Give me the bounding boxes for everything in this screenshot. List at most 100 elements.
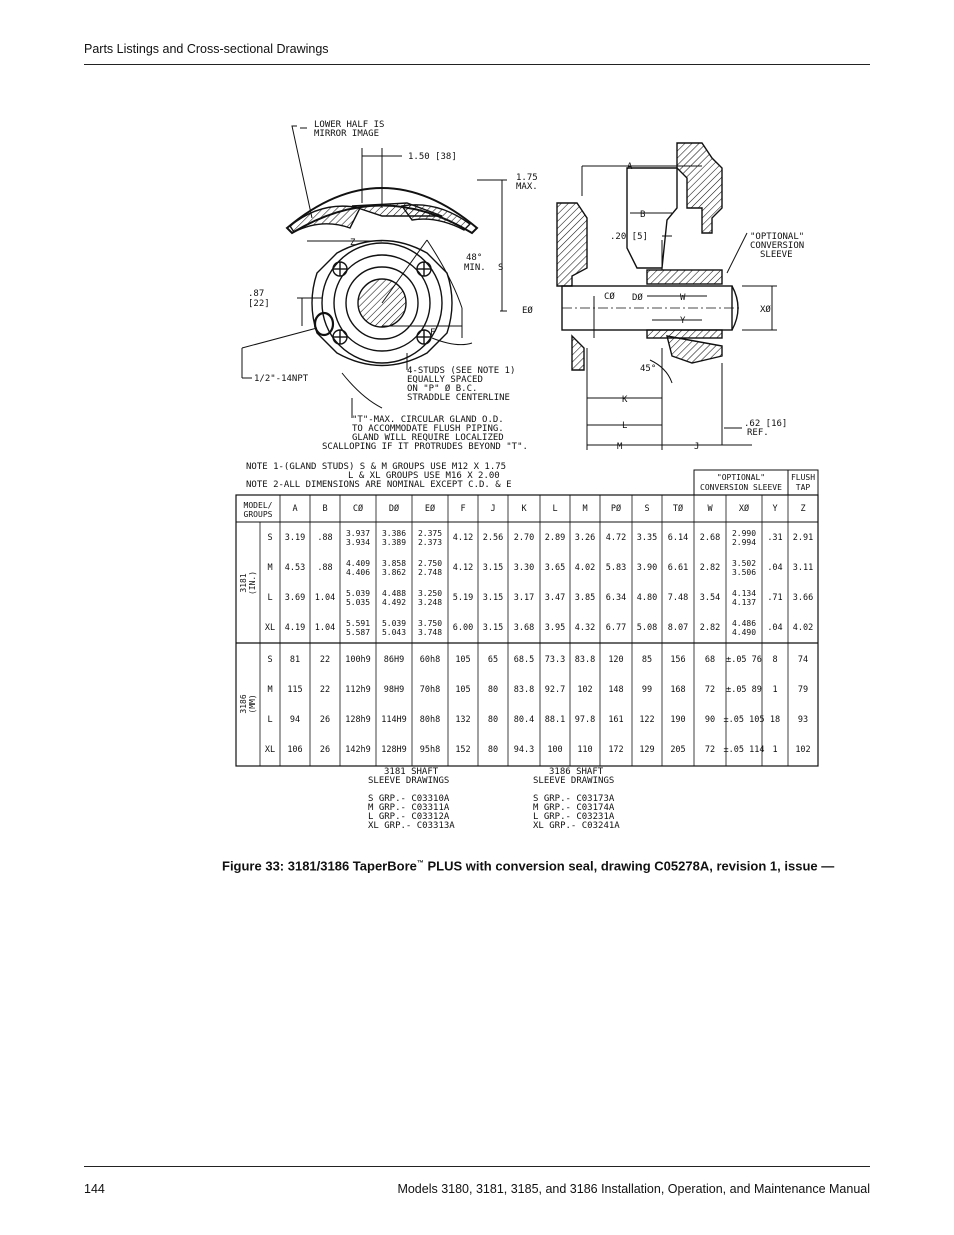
table-cell: 80 [488,685,498,695]
table-cell: 3.15 [483,563,503,573]
callout-dim-87-1: .87 [248,289,264,299]
column-header: DØ [389,503,399,514]
callout-z: Z [350,238,356,248]
table-cell: .04 [767,563,782,573]
table-cell: 4.488 [382,589,406,598]
table-cell: 26 [320,745,330,755]
callout-s: S [498,263,503,273]
table-cell: 3.54 [700,593,720,603]
flush-tap-header: FLUSH [791,473,815,482]
table-cell: 3.90 [637,563,657,573]
table-cell: .71 [767,593,782,603]
table-cell: 4.02 [575,563,595,573]
table-cell: 4.490 [732,628,756,637]
callout-t-note-1: "T"-MAX. CIRCULAR GLAND O.D. [352,415,504,425]
table-cell: 72 [705,745,715,755]
table-cell: 4.72 [606,533,626,543]
table-cell: 128H9 [381,745,407,755]
table-cell: 3.68 [514,623,534,633]
table-cell: 2.89 [545,533,565,543]
table-cell: 7.48 [668,593,688,603]
sleeve-3186-item: L GRP.- C03231A [533,812,615,822]
table-cell: 2.990 [732,529,756,538]
table-cell: 2.82 [700,563,720,573]
sleeve-3186-item: XL GRP.- C03241A [533,821,620,831]
caption-prefix: Figure 33: 3181/3186 TaperBore [222,858,417,874]
table-cell: 3.85 [575,593,595,603]
table-cell: 8 [772,655,777,665]
dimension-table: "OPTIONAL"CONVERSION SLEEVEFLUSHTAPMODEL… [235,469,819,767]
model-groups-header: GROUPS [244,510,273,519]
table-cell: 2.82 [700,623,720,633]
table-cell: 4.137 [732,598,756,607]
callout-l: L [622,421,627,431]
table-cell: 2.748 [418,568,442,577]
table-cell: 120 [608,655,623,665]
table-cell: 81 [290,655,300,665]
callout-t-note-3: GLAND WILL REQUIRE LOCALIZED [352,433,504,443]
table-cell: 2.750 [418,559,442,568]
callout-t-note-4: SCALLOPING IF IT PROTRUDES BEYOND "T". [322,442,528,452]
callout-dim-175-1: 1.75 [516,173,538,183]
table-cell: 5.035 [346,598,370,607]
callout-j: J [694,442,699,452]
table-cell: ±.05 89 [726,685,762,695]
table-cell: 4.02 [793,623,813,633]
trademark-symbol: ™ [416,860,424,867]
table-cell: 18 [770,715,780,725]
table-cell: 122 [639,715,654,725]
column-header: TØ [673,503,683,514]
table-cell: 115 [287,685,302,695]
column-header: W [707,504,713,514]
callout-min48-1: 48° [466,253,482,263]
table-cell: 4.80 [637,593,657,603]
table-cell: 6.14 [668,533,688,543]
table-cell: 5.043 [382,628,406,637]
column-header: A [292,504,297,514]
table-cell: 3.17 [514,593,534,603]
table-cell: 105 [455,685,470,695]
table-cell: 2.91 [793,533,813,543]
callout-optional-2: CONVERSION [750,241,804,251]
table-cell: 3.15 [483,623,503,633]
callout-m: M [617,442,623,452]
table-cell: 3.250 [418,589,442,598]
row-group-label: S [267,655,272,665]
table-cell: 98H9 [384,685,404,695]
sleeve-3186-title-1: 3186 SHAFT [549,767,604,777]
table-cell: 5.08 [637,623,657,633]
table-cell: 4.406 [346,568,370,577]
page-header-title: Parts Listings and Cross-sectional Drawi… [84,42,329,56]
table-cell: 4.492 [382,598,406,607]
table-cell: 128h9 [345,715,371,725]
table-cell: 22 [320,685,330,695]
sleeve-3186-title-2: SLEEVE DRAWINGS [533,776,614,786]
table-cell: 4.19 [285,623,305,633]
table-cell: 68.5 [514,655,534,665]
table-cell: 5.039 [346,589,370,598]
table-cell: 148 [608,685,623,695]
table-cell: 1.04 [315,593,335,603]
callout-studs-1: 4-STUDS (SEE NOTE 1) [407,366,515,376]
table-cell: 2.68 [700,533,720,543]
table-cell: 161 [608,715,623,725]
table-cell: .88 [317,533,332,543]
column-header: Z [800,504,805,514]
callout-a: A [627,162,633,172]
table-cell: 99 [642,685,652,695]
callout-studs-4: STRADDLE CENTERLINE [407,393,510,403]
note-1-cont: L & XL GROUPS USE M16 X 2.00 [348,471,500,481]
gland-end-view [285,187,479,409]
seal-cross-section [556,142,742,371]
table-cell: 106 [287,745,302,755]
table-cell: 3.506 [732,568,756,577]
table-cell: 2.994 [732,538,756,547]
table-cell: 5.587 [346,628,370,637]
callout-dim-175-2: MAX. [516,182,538,192]
callout-optional-3: SLEEVE [760,250,793,260]
table-cell: ±.05 114 [724,745,765,755]
table-cell: 4.32 [575,623,595,633]
table-cell: 6.00 [453,623,473,633]
sleeve-3186-item: M GRP.- C03174A [533,803,615,813]
table-cell: 3.66 [793,593,813,603]
